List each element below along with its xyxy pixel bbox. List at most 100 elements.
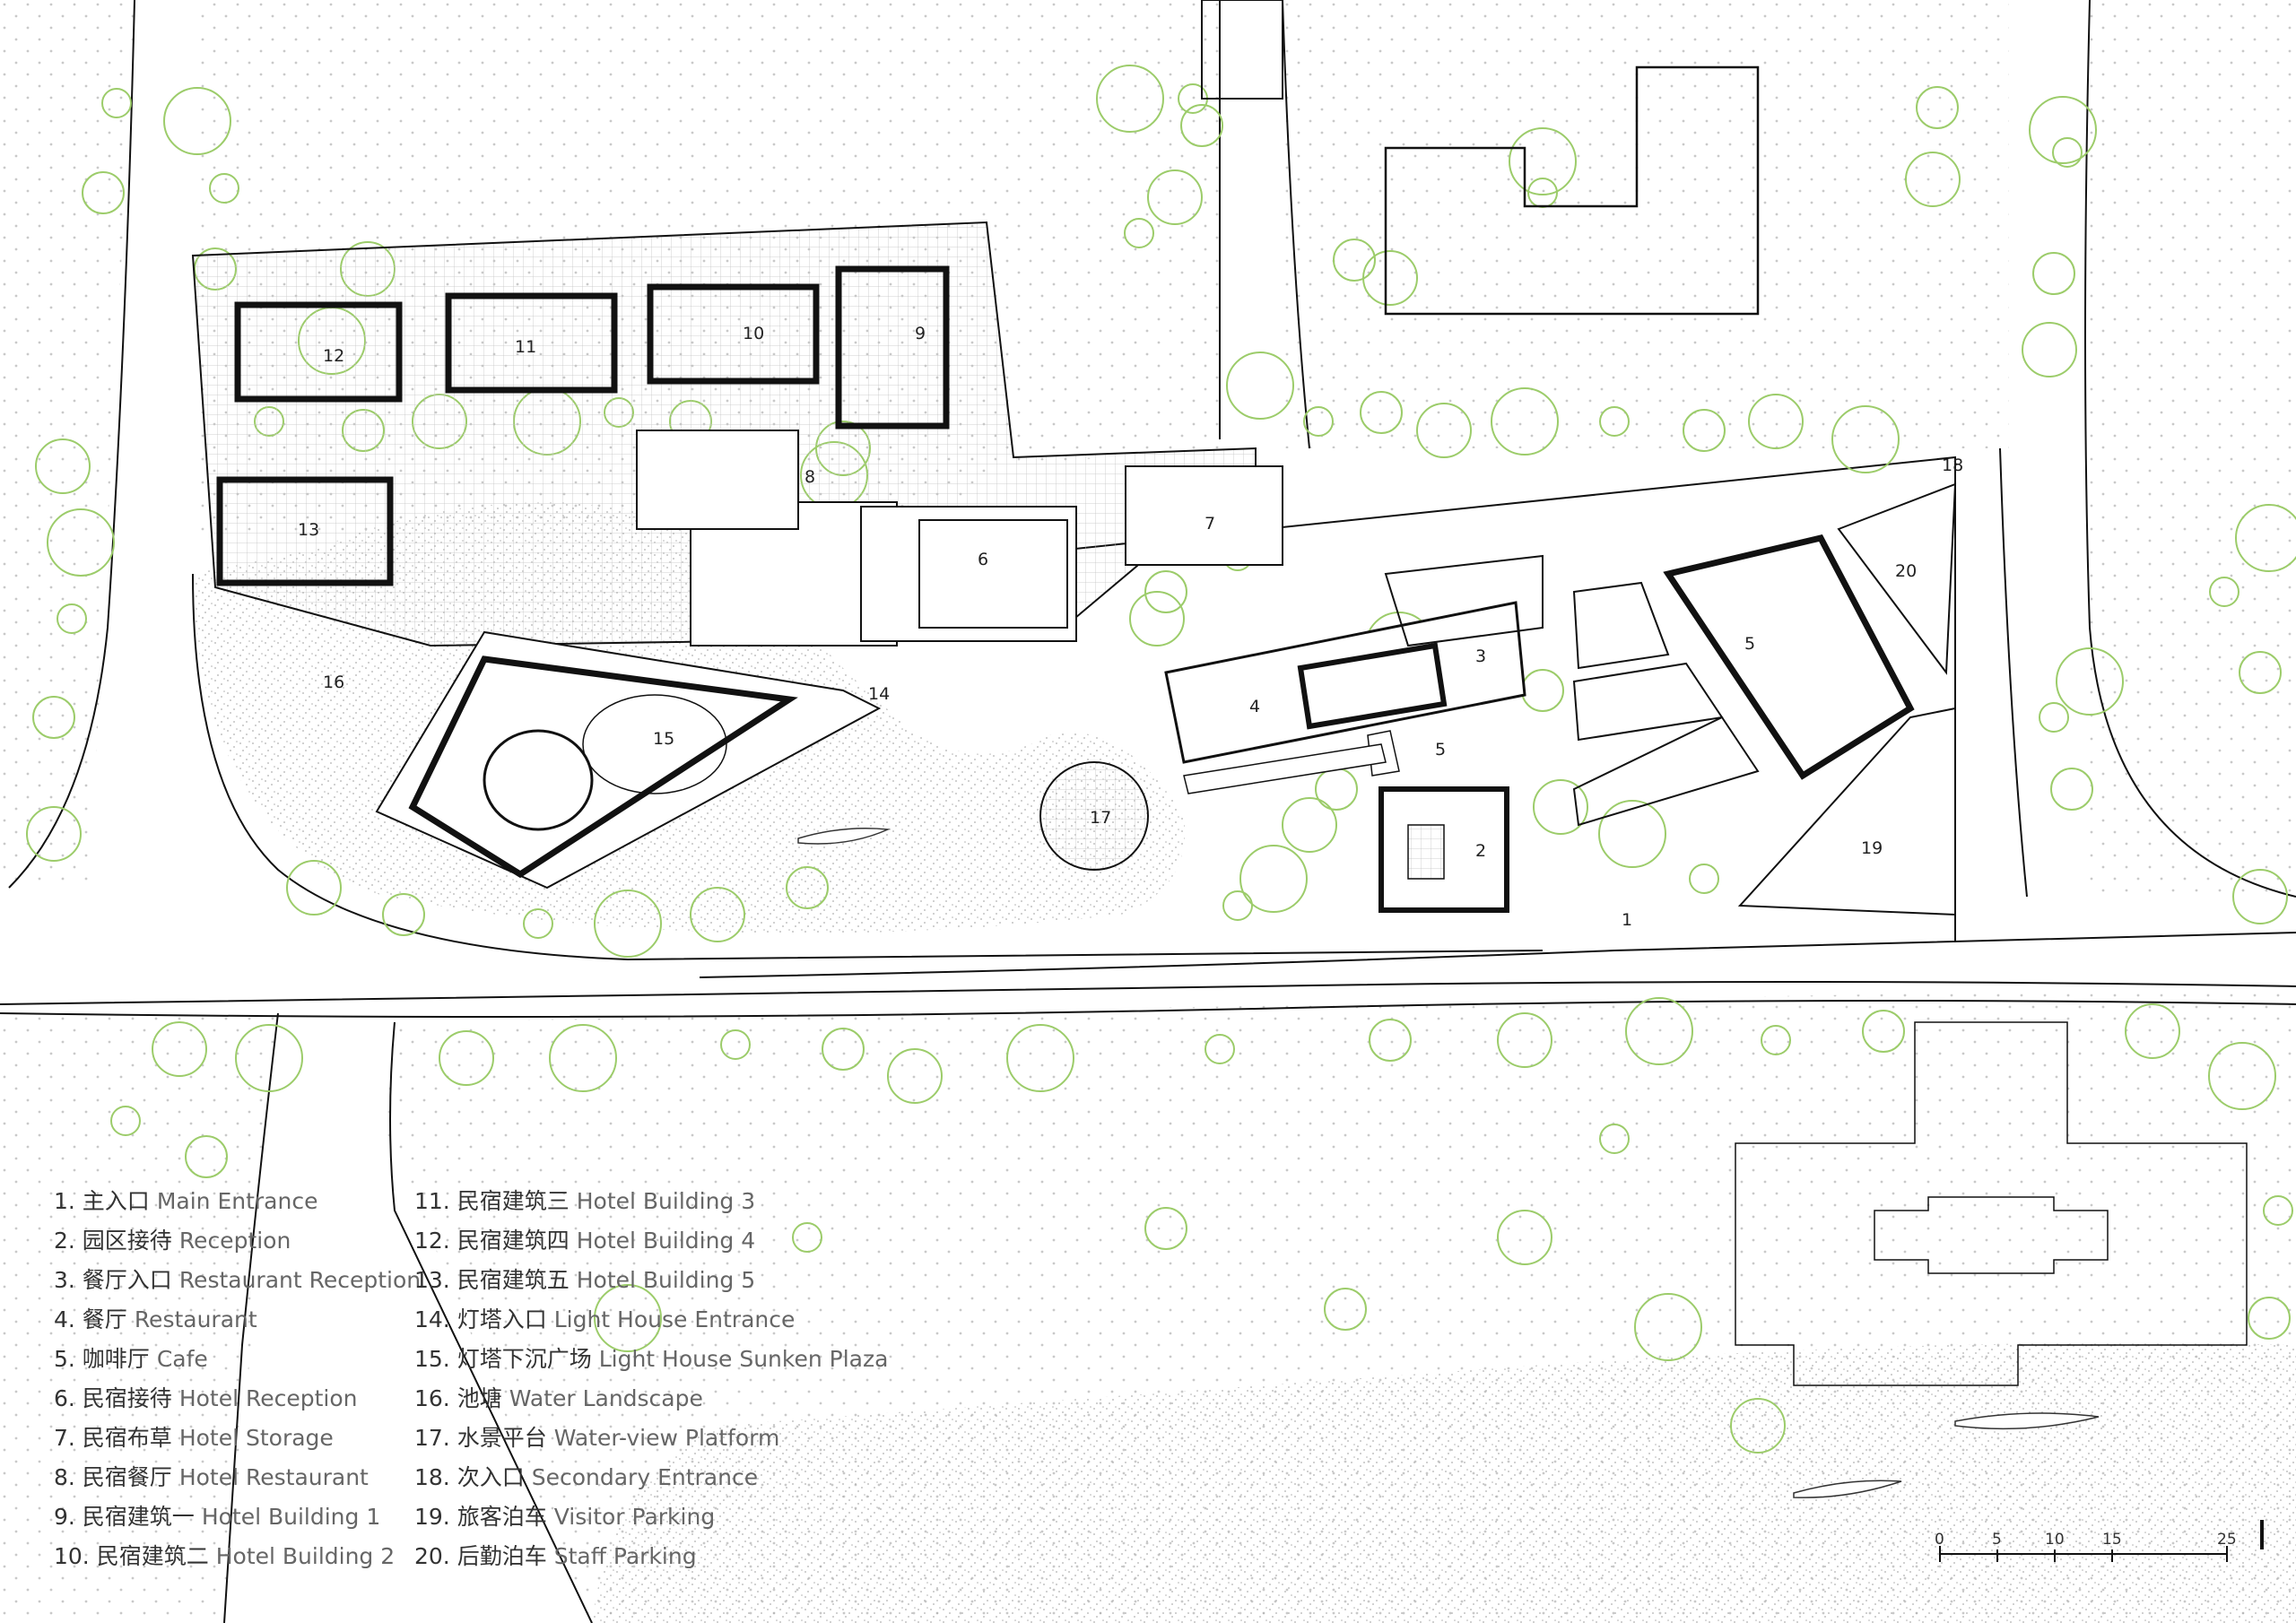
reception: [1378, 786, 1509, 913]
tree-icon: [2209, 577, 2239, 607]
hotel-building-12: [234, 301, 403, 403]
tree-icon: [2029, 96, 2097, 164]
tree-icon: [2056, 647, 2124, 716]
label-1: 1: [1622, 910, 1632, 930]
tree-icon: [786, 866, 829, 909]
tree-icon: [1303, 406, 1334, 437]
existing-buildings: [1201, 0, 2248, 1386]
tree-icon: [887, 1048, 943, 1104]
scale-tick-25: 25: [2217, 1531, 2237, 1549]
legend-english: Staff Parking: [553, 1543, 697, 1569]
tree-icon: [163, 87, 231, 155]
label-19: 19: [1861, 838, 1883, 858]
tree-icon: [2052, 137, 2083, 168]
legend-number-cn: 1. 主入口: [54, 1188, 150, 1214]
legend-number-cn: 20. 后勤泊车: [414, 1543, 547, 1569]
legend-number-cn: 16. 池塘: [414, 1385, 502, 1411]
tree-icon: [1598, 800, 1666, 868]
scale-bar: 0 5 10 15 25: [1935, 1520, 2264, 1562]
tree-icon: [1226, 352, 1294, 420]
tree-icon: [32, 696, 75, 739]
legend-number-cn: 2. 园区接待: [54, 1228, 172, 1254]
tree-icon: [110, 1106, 141, 1136]
legend-english: Light House Entrance: [553, 1306, 796, 1332]
tree-icon: [549, 1024, 617, 1092]
tree-icon: [1634, 1293, 1702, 1361]
tree-icon: [1905, 152, 1961, 207]
tree-icon: [720, 1029, 751, 1060]
tree-icon: [1124, 218, 1154, 248]
hotel-buildings: [216, 265, 1283, 629]
tree-icon: [1761, 1025, 1791, 1055]
legend-number-cn: 18. 次入口: [414, 1464, 525, 1490]
parking-islands: [1384, 482, 1957, 916]
tree-icon: [1730, 1398, 1786, 1454]
hotel-building-6: [918, 519, 1068, 629]
legend-number-cn: 17. 水景平台: [414, 1425, 547, 1451]
tree-icon: [792, 1222, 822, 1253]
tree-icon: [2208, 1042, 2276, 1110]
label-3: 3: [1475, 647, 1486, 666]
tree-icon: [822, 1028, 865, 1071]
legend-number-cn: 9. 民宿建筑一: [54, 1504, 195, 1530]
tree-icon: [2125, 1003, 2180, 1059]
boats: [797, 828, 2100, 1498]
label-15: 15: [653, 729, 674, 749]
hotel-building-11: [445, 292, 618, 394]
tree-icon: [1239, 845, 1308, 913]
legend-english: Reception: [178, 1228, 291, 1254]
legend-number-cn: 3. 餐厅入口: [54, 1267, 172, 1293]
tree-icon: [1222, 890, 1253, 921]
legend-number-cn: 6. 民宿接待: [54, 1385, 172, 1411]
tree-icon: [1831, 405, 1900, 473]
tree-icon: [1006, 1024, 1074, 1092]
legend-number-cn: 8. 民宿餐厅: [54, 1464, 172, 1490]
label-18: 18: [1942, 456, 1963, 475]
tree-icon: [1147, 169, 1203, 225]
legend-english: Hotel Building 3: [576, 1188, 756, 1214]
tree-icon: [1533, 779, 1588, 835]
tree-icon: [2239, 651, 2282, 694]
tree-icon: [1315, 768, 1358, 811]
tree-icon: [1096, 65, 1164, 133]
legend-english: Main Entrance: [156, 1188, 318, 1214]
legend-english: Light House Sunken Plaza: [598, 1346, 889, 1372]
tree-icon: [1362, 250, 1418, 306]
tree-icon: [1497, 1012, 1552, 1068]
hotel-building-9: [835, 265, 950, 430]
plan-labels: 1 2 3 4 5 5 6 7 8 9 10 11 12 13 14 15 16…: [298, 324, 1963, 930]
legend-english: Cafe: [156, 1346, 208, 1372]
tree-icon: [82, 171, 125, 214]
legend-number-cn: 13. 民宿建筑五: [414, 1267, 570, 1293]
cafe-building: [1663, 534, 1915, 780]
legend-english: Hotel Reception: [178, 1385, 358, 1411]
legend-number-cn: 19. 旅客泊车: [414, 1504, 547, 1530]
tree-icon: [690, 887, 745, 942]
hotel-building-13: [216, 476, 394, 586]
tree-icon: [185, 1135, 228, 1178]
tree-icon: [1599, 1124, 1630, 1154]
tree-icon: [1625, 997, 1693, 1065]
tree-icon: [1689, 864, 1719, 894]
tree-icon: [594, 1284, 662, 1352]
label-5a: 5: [1435, 740, 1446, 759]
label-17: 17: [1090, 808, 1111, 828]
legend-number-cn: 11. 民宿建筑三: [414, 1188, 570, 1214]
tree-icon: [1683, 409, 1726, 452]
tree-icon: [2248, 1297, 2291, 1340]
tree-icon: [2039, 702, 2069, 733]
